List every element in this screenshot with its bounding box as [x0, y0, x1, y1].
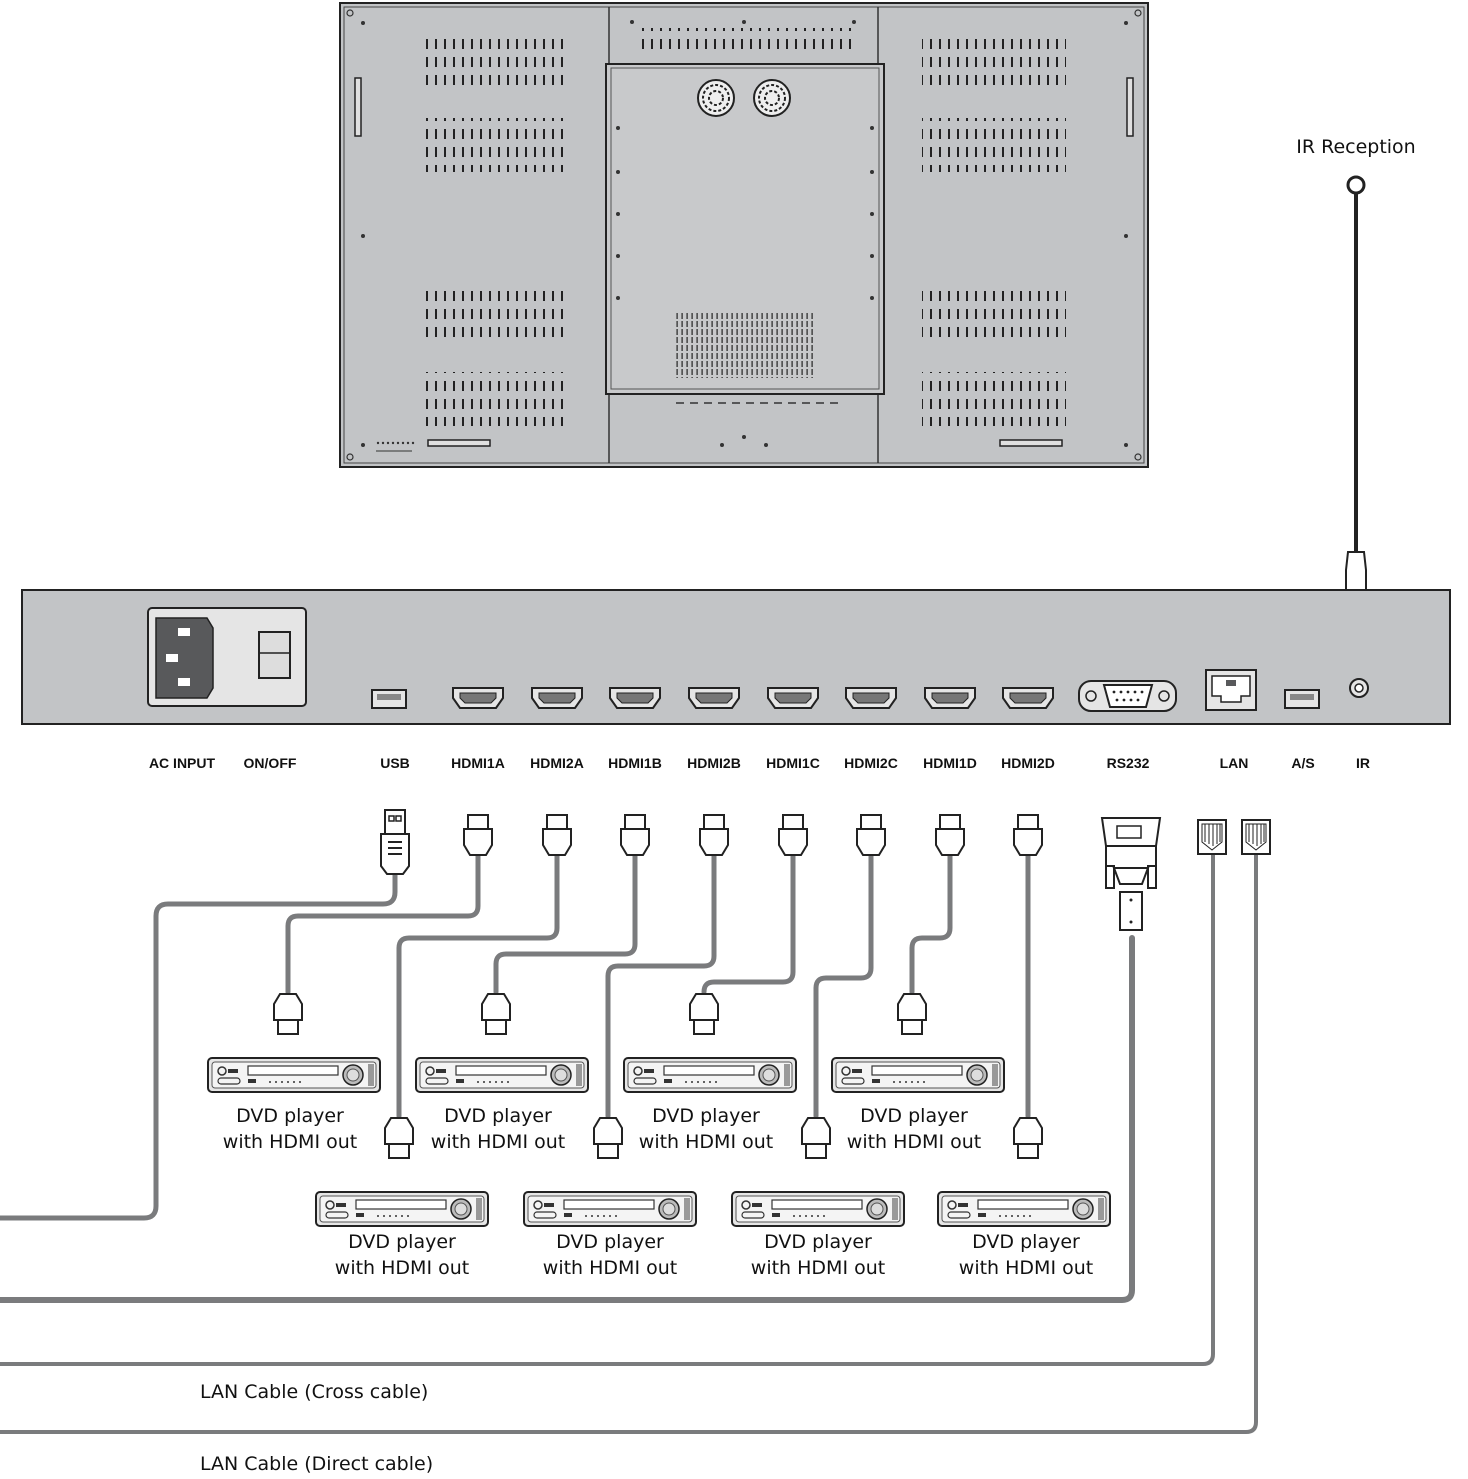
dvd-caption-line2: with HDMI out: [431, 1131, 565, 1153]
dvd-player-8: DVD player with HDMI out: [937, 1191, 1111, 1279]
dvd-caption-line2: with HDMI out: [751, 1257, 885, 1279]
hdmi-plug-icon: [699, 814, 729, 856]
dvd-caption-line1: DVD player: [444, 1105, 552, 1127]
ir-reception-label: IR Reception: [1296, 136, 1415, 158]
port-label-as: A/S: [1291, 755, 1314, 771]
port-label-hdmi1c: HDMI1C: [766, 755, 820, 771]
usb-plug-icon: [380, 809, 410, 875]
ac-socket-icon: [155, 617, 214, 699]
fan-icon: [697, 79, 735, 117]
dvd-caption-line2: with HDMI out: [223, 1131, 357, 1153]
hdmi1d-port-icon: [924, 687, 976, 709]
fan-icon: [753, 79, 791, 117]
port-label-on-off: ON/OFF: [244, 755, 297, 771]
hdmi-plug-icon: [801, 1117, 831, 1159]
hdmi2d-port-icon: [1002, 687, 1054, 709]
hdmi-plug-icon: [935, 814, 965, 856]
monitor-rear-view: [339, 2, 1149, 468]
hdmi-plug-icon: [273, 993, 303, 1035]
hdmi-plug-icon: [1013, 1117, 1043, 1159]
port-label-ir: IR: [1356, 755, 1370, 771]
dvd-player-icon: [315, 1191, 489, 1227]
hdmi-plug-icon: [856, 814, 886, 856]
rs232-port-icon: [1078, 680, 1177, 712]
hdmi-plug-icon: [1013, 814, 1043, 856]
port-label-rs232: RS232: [1107, 755, 1150, 771]
hdmi-plug-icon: [542, 814, 572, 856]
port-label-ac-input: AC INPUT: [149, 755, 216, 771]
connectors: [273, 809, 1271, 1159]
hdmi-plug-icon: [778, 814, 808, 856]
lan-plug-icon: [1241, 819, 1271, 855]
dvd-player-7: DVD player with HDMI out: [731, 1191, 905, 1279]
hdmi-plug-icon: [897, 993, 927, 1035]
hdmi-plug-icon: [384, 1117, 414, 1159]
dvd-player-1: DVD player with HDMI out: [207, 1057, 381, 1153]
dvd-player-2: DVD player with HDMI out: [415, 1057, 589, 1153]
dvd-caption-line1: DVD player: [652, 1105, 760, 1127]
port-label-lan: LAN: [1220, 755, 1249, 771]
dvd-player-4: DVD player with HDMI out: [831, 1057, 1005, 1153]
dvd-caption-line1: DVD player: [764, 1231, 872, 1253]
port-label-hdmi1a: HDMI1A: [451, 755, 505, 771]
connector-panel: [21, 589, 1451, 725]
dvd-player-icon: [937, 1191, 1111, 1227]
dvd-caption-line2: with HDMI out: [847, 1131, 981, 1153]
ir-receiver-cable: [1345, 175, 1367, 644]
dvd-caption-line2: with HDMI out: [639, 1131, 773, 1153]
dvd-player-6: DVD player with HDMI out: [523, 1191, 697, 1279]
dvd-player-icon: [731, 1191, 905, 1227]
hdmi2b-port-icon: [688, 687, 740, 709]
lan-port-icon: [1205, 669, 1257, 711]
dvd-caption-line2: with HDMI out: [543, 1257, 677, 1279]
hdmi-plug-icon: [620, 814, 650, 856]
hdmi-plug-icon: [593, 1117, 623, 1159]
dvd-player-5: DVD player with HDMI out: [315, 1191, 489, 1279]
dvd-caption-line1: DVD player: [556, 1231, 664, 1253]
hdmi1c-port-icon: [767, 687, 819, 709]
hdmi-plug-icon: [481, 993, 511, 1035]
hdmi-plug-icon: [463, 814, 493, 856]
dvd-caption-line1: DVD player: [236, 1105, 344, 1127]
dvd-player-3: DVD player with HDMI out: [623, 1057, 797, 1153]
port-label-hdmi2b: HDMI2B: [687, 755, 741, 771]
hdmi2c-port-icon: [845, 687, 897, 709]
dvd-caption-line1: DVD player: [972, 1231, 1080, 1253]
dvd-caption-line2: with HDMI out: [959, 1257, 1093, 1279]
port-label-hdmi2a: HDMI2A: [530, 755, 584, 771]
port-label-usb: USB: [380, 755, 410, 771]
hdmi1b-port-icon: [609, 687, 661, 709]
hdmi2a-port-icon: [531, 687, 583, 709]
dvd-caption-line1: DVD player: [860, 1105, 968, 1127]
dvd-player-icon: [831, 1057, 1005, 1093]
cables: [0, 852, 1258, 1434]
port-labels: AC INPUT ON/OFF USB HDMI1A HDMI2A HDMI1B…: [149, 755, 1370, 771]
dvd-player-icon: [207, 1057, 381, 1093]
lan-direct-cable-label: LAN Cable (Direct cable): [200, 1453, 433, 1475]
dvd-caption-line2: with HDMI out: [335, 1257, 469, 1279]
rs232-plug-icon: [1100, 817, 1162, 931]
lan-plug-icon: [1197, 819, 1227, 855]
hdmi1a-port-icon: [452, 687, 504, 709]
port-label-hdmi2c: HDMI2C: [844, 755, 898, 771]
dvd-player-icon: [415, 1057, 589, 1093]
lan-cross-cable-label: LAN Cable (Cross cable): [200, 1381, 428, 1403]
port-label-hdmi2d: HDMI2D: [1001, 755, 1055, 771]
power-switch-icon: [258, 631, 291, 679]
hdmi-plug-icon: [689, 993, 719, 1035]
dvd-player-icon: [523, 1191, 697, 1227]
port-label-hdmi1d: HDMI1D: [923, 755, 977, 771]
port-label-hdmi1b: HDMI1B: [608, 755, 662, 771]
dvd-player-icon: [623, 1057, 797, 1093]
dvd-caption-line1: DVD player: [348, 1231, 456, 1253]
